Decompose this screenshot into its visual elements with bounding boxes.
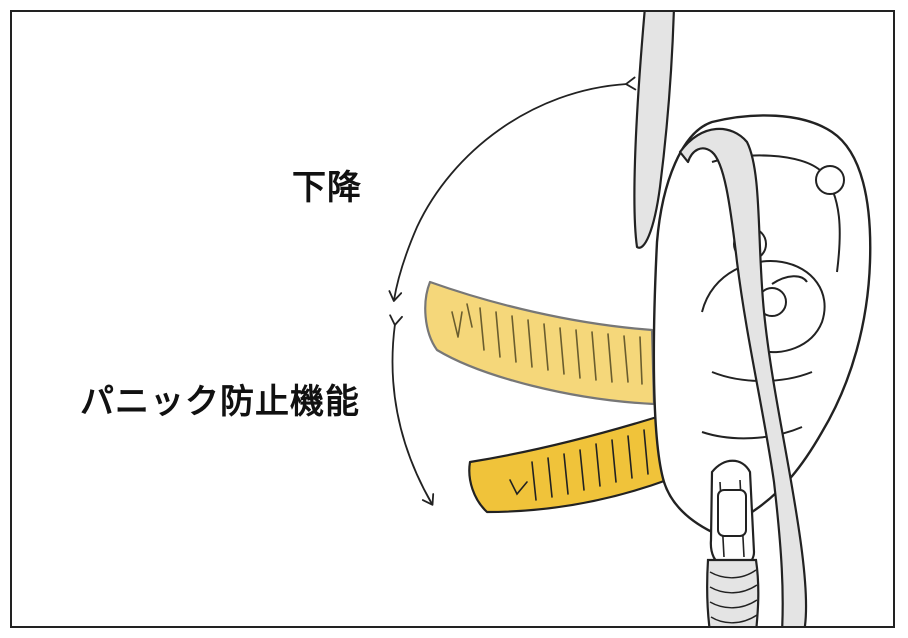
diagram-frame: 下降 パニック防止機能 bbox=[10, 10, 895, 628]
descend-arrow-icon bbox=[388, 76, 637, 302]
handle-dark-icon bbox=[468, 415, 669, 514]
descend-label: 下降 bbox=[292, 168, 362, 208]
panic-function-label: パニック防止機能 bbox=[80, 382, 360, 422]
descender-diagram bbox=[388, 12, 872, 626]
carabiner-icon bbox=[706, 459, 760, 626]
panic-arrow-icon bbox=[389, 314, 435, 506]
rope-icon bbox=[633, 12, 675, 249]
rope-strand-icon bbox=[678, 127, 808, 626]
handle-light-icon bbox=[424, 280, 656, 406]
